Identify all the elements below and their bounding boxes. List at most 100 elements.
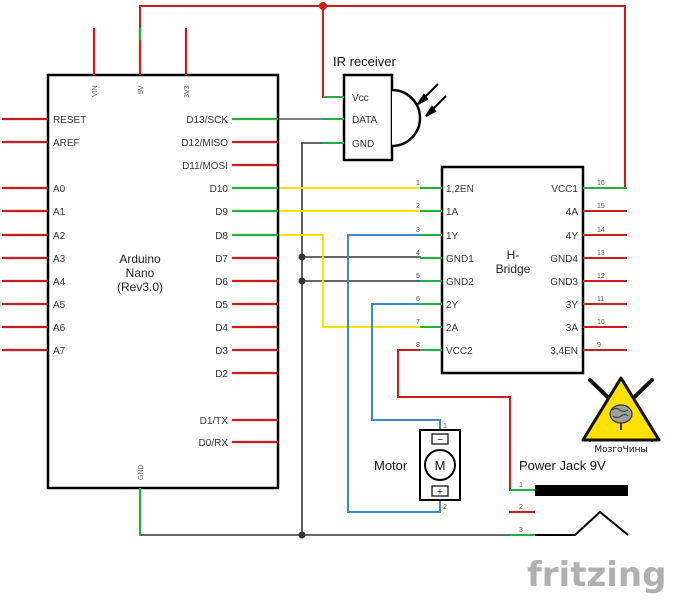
arduino-pin-label: A3 [53, 254, 66, 265]
wire-1y-motor [347, 234, 441, 513]
arduino-pin-label: D11/MOSI [182, 161, 228, 172]
hbridge-pin-label: 4Y [566, 231, 579, 242]
junction-gnd-1 [298, 253, 306, 261]
logo-text: МозгоЧины [594, 445, 647, 455]
ir-arrows-icon [417, 83, 447, 117]
arduino-pin-label: A1 [53, 207, 66, 218]
arduino-pin-label: D9 [215, 207, 228, 218]
jack-spring [535, 510, 629, 536]
brain-icon [609, 404, 633, 430]
hbridge-pin-num: 11 [597, 296, 604, 303]
motor-terminal-top [431, 433, 449, 445]
power-jack-label: Power Jack 9V [519, 458, 606, 473]
hbridge-pin-label: 2A [446, 323, 459, 334]
ir-label-data: DATA [352, 115, 378, 126]
pin-label-5v: 5V [138, 85, 145, 94]
arduino-pin-label: AREF [53, 138, 80, 149]
hbridge-pin-label: 3A [566, 323, 579, 334]
power-jack: Power Jack 9V 1 2 3 [510, 458, 629, 536]
hbridge-pin-label: GND3 [550, 277, 578, 288]
hbridge-pin-num: 13 [597, 250, 605, 257]
hbridge-pin-num: 1 [416, 180, 420, 187]
arduino-pin-label: A2 [53, 231, 66, 242]
arduino-pin-label: A7 [53, 346, 66, 357]
fritzing-watermark: fritzing [527, 555, 666, 595]
hbridge-pin-label: 2Y [446, 300, 459, 311]
motor-symbol: M [435, 458, 446, 473]
motor: Motor − + M 1 2 [374, 423, 461, 511]
hbridge-pin-num: 10 [597, 319, 605, 326]
hbridge-pin-label: VCC2 [446, 346, 473, 357]
arduino-pin-label: D12/MISO [181, 138, 228, 149]
arduino-pin-label: D6 [215, 277, 228, 288]
jack-num-1: 1 [519, 482, 523, 489]
hbridge-pin-num: 6 [416, 296, 420, 303]
motor-label: Motor [374, 458, 408, 473]
motor-circle-icon [424, 449, 456, 481]
arduino-right-pins: D13/SCKD12/MISOD11/MOSID10D9D8D7D6D5D4D3… [181, 115, 278, 449]
hbridge-pin-label: GND4 [550, 254, 578, 265]
hbridge-pin-num: 3 [416, 227, 420, 234]
motor-plus: + [437, 487, 444, 496]
hbridge-pin-num: 2 [416, 203, 420, 210]
hbridge-pin-label: 3,4EN [550, 346, 578, 357]
hbridge-title-2: Bridge [496, 262, 531, 276]
arduino-pin-label: D0/RX [199, 438, 229, 449]
hbridge-pin-num: 4 [416, 250, 420, 257]
arduino-name-3: (Rev3.0) [117, 280, 163, 294]
pin-label-vin: VIN [92, 85, 99, 97]
h-bridge: H- Bridge 1,2EN11A21Y3GND14GND252Y62A7VC… [416, 165, 627, 375]
hbridge-pin-label: GND1 [446, 254, 474, 265]
ir-receiver: IR receiver Vcc DATA GND [323, 54, 447, 162]
junction-gnd-2 [298, 277, 306, 285]
hbridge-pin-num: 7 [416, 319, 420, 326]
motor-minus: − [437, 435, 444, 444]
hbridge-pin-label: 1Y [446, 231, 459, 242]
arduino-pin-label: D2 [215, 369, 228, 380]
ir-dome [391, 88, 422, 148]
hbridge-title-1: H- [507, 248, 520, 262]
hbridge-pin-num: 5 [416, 273, 420, 280]
ir-body [342, 73, 394, 162]
motor-pin-top: 1 [443, 423, 447, 430]
arduino-name-2: Nano [126, 266, 155, 280]
ir-receiver-title: IR receiver [333, 54, 397, 69]
ir-label-gnd: GND [352, 139, 374, 150]
arduino-nano: VIN 5V 3V3 GND Arduino Nano (Rev3.0) RES… [2, 28, 280, 535]
pin-label-gnd: GND [138, 464, 145, 480]
jack-num-3: 3 [519, 527, 523, 534]
arduino-pin-label: A4 [53, 277, 66, 288]
jack-num-2: 2 [519, 504, 523, 511]
motor-pin-bottom: 2 [443, 504, 447, 511]
arduino-pin-label: D4 [215, 323, 228, 334]
hbridge-pin-label: 1A [446, 207, 459, 218]
motor-terminal-bottom [431, 485, 449, 497]
hbridge-pin-num: 8 [416, 342, 420, 349]
arduino-pin-label: D1/TX [200, 416, 229, 427]
arduino-pin-label: A0 [53, 184, 66, 195]
arduino-pin-label: D13/SCK [186, 115, 228, 126]
hbridge-pin-num: 15 [597, 203, 605, 210]
pin-label-3v3: 3V3 [184, 85, 191, 98]
arduino-pin-label: D5 [215, 300, 228, 311]
hbridge-body [440, 165, 585, 375]
junction-gnd-3 [298, 531, 306, 539]
junction-5v [319, 2, 327, 10]
brain-logo: МозгоЧины [581, 376, 661, 455]
arduino-pin-label: D3 [215, 346, 228, 357]
hbridge-pin-num: 12 [597, 273, 605, 280]
arduino-pin-label: D10 [210, 184, 229, 195]
hbridge-pin-num: 9 [597, 342, 601, 349]
hbridge-pin-label: 1,2EN [446, 184, 474, 195]
wire-2y-motor [371, 303, 441, 431]
hbridge-pin-num: 16 [597, 180, 605, 187]
hbridge-pin-num: 14 [597, 227, 605, 234]
jack-barrel [535, 485, 628, 496]
hbridge-pin-label: 3Y [566, 300, 579, 311]
hbridge-pin-label: GND2 [446, 277, 474, 288]
ir-label-vcc: Vcc [352, 93, 369, 104]
hbridge-pin-label: VCC1 [551, 184, 578, 195]
